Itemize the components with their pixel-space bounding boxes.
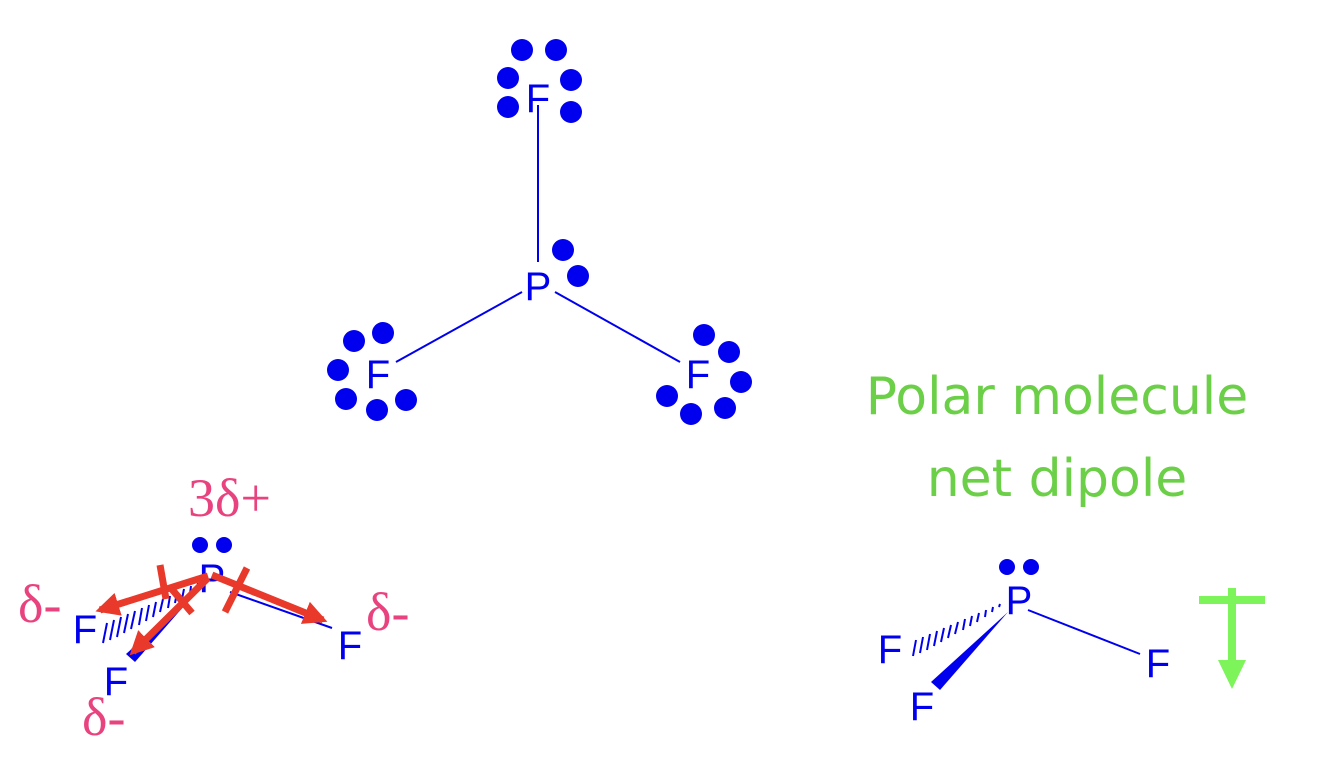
net-dipole-model: P F F F <box>878 559 1265 729</box>
electron-dot <box>567 265 589 287</box>
electron-dot <box>395 389 417 411</box>
lewis-fluorine-right: F <box>686 353 710 397</box>
dipole-arrow-front <box>129 575 211 656</box>
bond-p-f-right <box>554 291 681 363</box>
caption-line-1: Polar molecule <box>866 367 1248 427</box>
net-fluorine-front: F <box>910 685 934 729</box>
electron-dot <box>680 403 702 425</box>
electron-dot <box>343 330 365 352</box>
electron-dot <box>999 559 1015 575</box>
partial-charge-phosphorus: 3δ+ <box>188 468 271 528</box>
partial-charge-fluorine-left: δ- <box>18 574 61 634</box>
electron-dot <box>656 385 678 407</box>
bond-p-f-right-model <box>229 591 333 629</box>
electron-dot <box>560 101 582 123</box>
electron-dot <box>730 371 752 393</box>
caption-line-2: net dipole <box>927 449 1188 509</box>
bond-p-f-right-net <box>1027 609 1141 655</box>
electron-dot <box>497 96 519 118</box>
model-fluorine-front: F <box>104 660 128 704</box>
lone-pair-electrons <box>327 39 752 425</box>
dipole-arrow-left <box>95 572 210 616</box>
partial-charge-fluorine-front: δ- <box>82 687 125 747</box>
electron-dot <box>366 399 388 421</box>
electron-dot <box>192 537 208 553</box>
polarity-caption: Polar molecule net dipole <box>866 367 1248 509</box>
electron-dot <box>327 359 349 381</box>
lewis-bonds <box>395 105 681 363</box>
dipole-tail-cross <box>156 564 170 600</box>
lewis-structure: P F F F <box>327 39 752 425</box>
electron-dot <box>693 324 715 346</box>
bond-dipole-model: P F F F 3δ+ δ- δ- δ- <box>18 468 409 747</box>
model-fluorine-right: F <box>338 624 362 668</box>
hashed-bond-p-f-left-net <box>912 603 1001 657</box>
net-fluorine-right: F <box>1146 642 1170 686</box>
net-dipole-arrow <box>1199 588 1265 689</box>
electron-dot <box>216 537 232 553</box>
dipole-tail-cross <box>167 584 195 616</box>
dipole-tail-cross <box>221 566 251 614</box>
model-fluorine-left: F <box>73 608 97 652</box>
electron-dot <box>511 39 533 61</box>
electron-dot <box>497 67 519 89</box>
wedge-bond-p-f-front-net <box>931 612 1008 690</box>
electron-dot <box>1023 559 1039 575</box>
electron-dot <box>718 341 740 363</box>
net-fluorine-left: F <box>878 628 902 672</box>
bond-p-f-left <box>395 291 523 363</box>
lewis-phosphorus: P <box>525 265 552 309</box>
lewis-fluorine-top: F <box>526 77 550 121</box>
electron-dot <box>714 397 736 419</box>
partial-charge-fluorine-right: δ- <box>366 582 409 642</box>
bond-dipole-arrows <box>95 564 328 656</box>
net-phosphorus: P <box>1006 579 1033 623</box>
lewis-fluorine-left: F <box>366 353 390 397</box>
electron-dot <box>560 69 582 91</box>
electron-dot <box>335 388 357 410</box>
electron-dot <box>552 239 574 261</box>
electron-dot <box>372 322 394 344</box>
dipole-arrow-right <box>210 571 328 624</box>
electron-dot <box>545 39 567 61</box>
